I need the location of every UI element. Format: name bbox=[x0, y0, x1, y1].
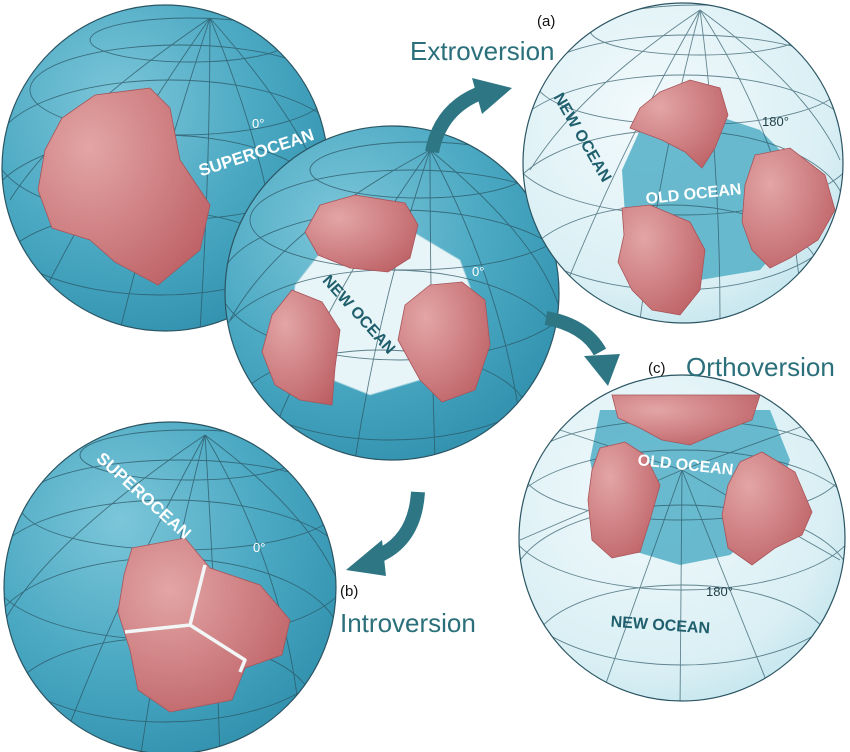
panel-b-letter: (b) bbox=[340, 583, 358, 600]
panel-c-title: Orthoversion bbox=[686, 352, 835, 382]
arrow-to-extroversion bbox=[425, 78, 512, 154]
panel-a-title: Extroversion bbox=[410, 36, 555, 66]
continent-east bbox=[741, 147, 836, 269]
continent-east bbox=[721, 451, 813, 566]
continent-east bbox=[397, 281, 491, 403]
arrow-to-introversion bbox=[346, 491, 425, 576]
supercontinent-landmass bbox=[117, 537, 291, 713]
globe-introversion: SUPEROCEAN 0° bbox=[3, 421, 337, 752]
panel-a-letter: (a) bbox=[537, 13, 555, 30]
supercontinent-landmass bbox=[37, 87, 211, 286]
globe-supercontinent: SUPEROCEAN 0° bbox=[1, 4, 329, 332]
new-ocean-label: NEW OCEAN bbox=[610, 614, 711, 638]
meridian-label: 0° bbox=[472, 264, 484, 279]
globe-extroversion: OLD OCEAN NEW OCEAN 180° bbox=[522, 2, 844, 324]
meridian-label: 180° bbox=[706, 584, 733, 599]
panel-b-title: Introversion bbox=[340, 608, 476, 638]
rift-lines bbox=[124, 564, 247, 673]
continent-west bbox=[261, 289, 341, 406]
meridian-label: 0° bbox=[252, 116, 264, 131]
globe-breakup: NEW OCEAN 0° bbox=[224, 125, 560, 461]
continent-north bbox=[611, 394, 761, 446]
meridian-label: 180° bbox=[762, 114, 789, 129]
arrow-to-orthoversion bbox=[544, 311, 620, 386]
continent-north bbox=[304, 194, 419, 273]
globe-orthoversion: OLD OCEAN NEW OCEAN 180° bbox=[518, 374, 846, 702]
continent-west bbox=[587, 441, 661, 559]
panel-c-letter: (c) bbox=[648, 360, 666, 377]
meridian-label: 0° bbox=[253, 540, 265, 555]
continent-north bbox=[629, 79, 729, 169]
continent-southwest bbox=[617, 204, 706, 316]
